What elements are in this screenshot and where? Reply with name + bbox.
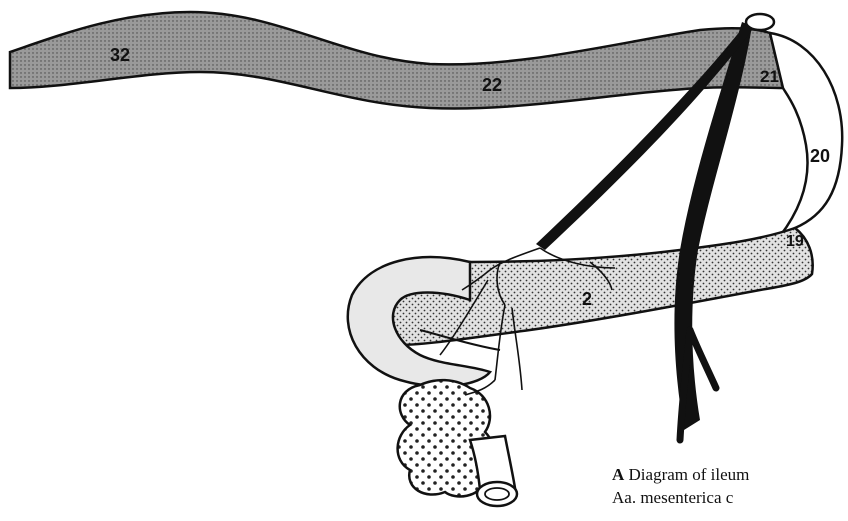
label-21: 21 <box>760 67 779 86</box>
label-32: 32 <box>110 45 130 65</box>
artery-origin <box>746 14 774 30</box>
intestine-loop-20 <box>770 33 842 236</box>
caption-line-1: Diagram of ileum <box>629 465 750 484</box>
figure-caption: A Diagram of ileum Aa. mesenterica c <box>612 463 848 509</box>
label-20: 20 <box>810 146 830 166</box>
caption-line-2: Aa. mesenterica c <box>612 486 848 509</box>
colon-tube-lumen <box>485 488 509 500</box>
label-19: 19 <box>786 233 804 250</box>
label-2: 2 <box>582 289 592 309</box>
label-22: 22 <box>482 75 502 95</box>
caption-letter: A <box>612 465 624 484</box>
